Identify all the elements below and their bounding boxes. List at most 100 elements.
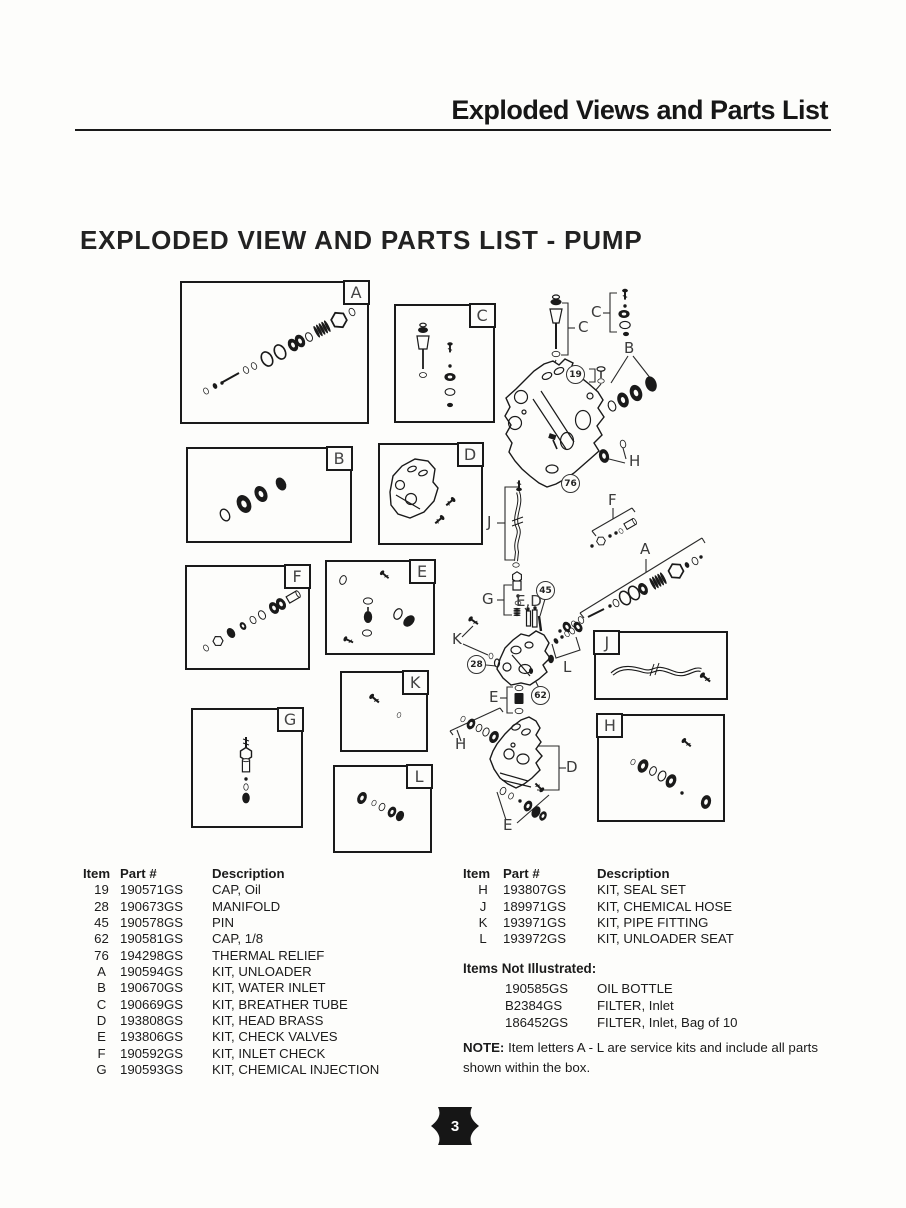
table-row: 186452GS FILTER, Inlet, Bag of 10: [505, 1014, 738, 1031]
kit-box-l: L: [333, 764, 433, 853]
callout-h-upper: H: [629, 452, 641, 470]
callout-19: 19: [566, 365, 585, 384]
callout-b: B: [624, 339, 635, 357]
part-number-cell: 190592GS: [120, 1045, 184, 1061]
description-cell: FILTER, Inlet, Bag of 10: [597, 1015, 738, 1031]
part-number-cell: 190585GS: [505, 981, 569, 996]
item-cell: A: [97, 964, 106, 980]
kit-box-b-label: B: [325, 446, 353, 472]
note-block: NOTE: Item letters A - L are service kit…: [463, 1038, 835, 1077]
part-number-cell: 193971GS: [503, 915, 567, 931]
description-cell: KIT, WATER INLET: [212, 980, 326, 996]
table-row: B 190670GS KIT, WATER INLET: [83, 980, 423, 996]
item-cell: E: [97, 1029, 106, 1045]
part-number-cell: 193807GS: [503, 882, 567, 898]
description-cell: KIT, CHEMICAL INJECTION: [212, 1062, 380, 1078]
kit-box-k-label: K: [401, 670, 429, 696]
item-cell: 28: [94, 898, 109, 914]
description-cell: THERMAL RELIEF: [212, 947, 325, 963]
callout-f: F: [608, 491, 617, 509]
callout-62: 62: [531, 686, 550, 705]
callout-d: D: [566, 758, 578, 776]
header-rule: [75, 129, 831, 132]
kit-box-h: H: [596, 713, 725, 822]
callout-h-lower: H: [455, 735, 467, 753]
description-cell: KIT, INLET CHECK: [212, 1045, 326, 1061]
item-cell: C: [96, 996, 107, 1012]
item-cell: H: [478, 882, 488, 898]
item-cell: 19: [94, 882, 109, 898]
kit-box-e: E: [325, 559, 436, 655]
part-number-header: Part #: [503, 866, 540, 881]
item-cell: 45: [94, 915, 109, 931]
part-number-cell: 194298GS: [120, 947, 184, 963]
description-cell: KIT, BREATHER TUBE: [212, 996, 348, 1012]
part-number-cell: 190594GS: [120, 964, 184, 980]
description-header: Description: [212, 866, 285, 881]
callout-c-tube: C: [578, 318, 589, 336]
description-header: Description: [597, 866, 670, 881]
table-row: F 190592GS KIT, INLET CHECK: [83, 1046, 423, 1062]
item-header: Item: [463, 866, 491, 881]
kit-box-f-label: F: [283, 564, 311, 590]
description-cell: MANIFOLD: [212, 898, 281, 914]
callout-j: J: [487, 513, 492, 531]
page-number-badge: 3: [431, 1107, 479, 1145]
part-number-cell: 190578GS: [120, 915, 184, 931]
part-number-cell: 189971GS: [503, 898, 567, 914]
callout-e-lower: E: [503, 816, 513, 834]
table-row: 45 190578GS PIN: [83, 915, 423, 931]
description-cell: KIT, HEAD BRASS: [212, 1013, 324, 1029]
part-number-cell: 193972GS: [503, 931, 567, 947]
kit-box-d: D: [378, 442, 484, 545]
part-number-cell: 190670GS: [120, 980, 184, 996]
kit-box-c-label: C: [468, 303, 496, 329]
kit-box-c: C: [394, 303, 496, 423]
description-cell: OIL BOTTLE: [597, 981, 673, 996]
callout-a: A: [640, 540, 651, 558]
page-number: 3: [450, 1117, 460, 1135]
part-number-cell: 186452GS: [505, 1015, 569, 1031]
kit-box-b: B: [186, 446, 353, 543]
kit-box-k: K: [340, 670, 429, 752]
table-header-row: Item Part # Description: [83, 866, 423, 882]
kit-box-h-label: H: [596, 713, 624, 739]
part-number-cell: B2384GS: [505, 998, 563, 1014]
kit-box-d-label: D: [456, 442, 484, 468]
kit-box-e-label: E: [408, 559, 436, 585]
item-cell: 76: [94, 947, 109, 963]
kit-box-f: F: [185, 564, 311, 670]
item-cell: D: [96, 1013, 107, 1029]
part-number-cell: 190571GS: [120, 882, 184, 898]
kit-box-a: A: [180, 280, 370, 424]
note-text: Item letters A - L are service kits and …: [463, 1040, 818, 1075]
description-cell: KIT, CHEMICAL HOSE: [597, 898, 733, 914]
item-cell: F: [97, 1045, 106, 1061]
description-cell: PIN: [212, 915, 234, 931]
kit-box-j: J: [593, 630, 728, 700]
item-cell: G: [96, 1062, 107, 1078]
section-title: EXPLODED VIEW AND PARTS LIST - PUMP: [80, 225, 643, 255]
description-cell: CAP, 1/8: [212, 931, 264, 947]
kit-box-j-label: J: [593, 630, 621, 656]
page-badge-shape: [431, 1107, 479, 1145]
item-cell: L: [479, 931, 487, 947]
callout-k: K: [452, 630, 462, 648]
kit-box-a-label: A: [342, 280, 370, 306]
item-header: Item: [83, 866, 111, 881]
item-cell: B: [97, 980, 106, 996]
part-number-cell: 190593GS: [120, 1062, 184, 1078]
callout-l: L: [563, 658, 572, 676]
